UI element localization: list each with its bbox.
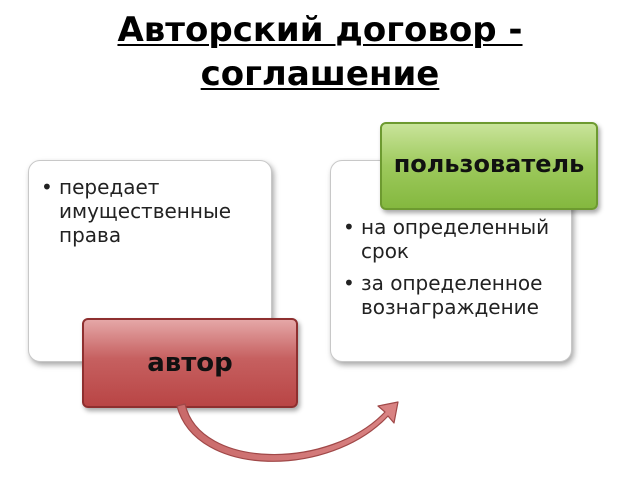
- user-terms-list: на определенный срок за определенное воз…: [343, 215, 568, 327]
- title-line-1: Авторский договор -: [117, 10, 523, 50]
- title-line-2: соглашение: [200, 54, 440, 94]
- list-item: за определенное вознаграждение: [343, 271, 568, 319]
- list-item: передает имущественные права: [41, 175, 266, 247]
- arrow-body: [176, 401, 399, 462]
- author-rights-list: передает имущественные права: [41, 175, 266, 255]
- list-item: на определенный срок: [343, 215, 568, 263]
- author-badge: автор: [82, 318, 298, 408]
- page-title: Авторский договор - соглашение: [0, 8, 640, 96]
- user-badge: пользователь: [380, 122, 598, 210]
